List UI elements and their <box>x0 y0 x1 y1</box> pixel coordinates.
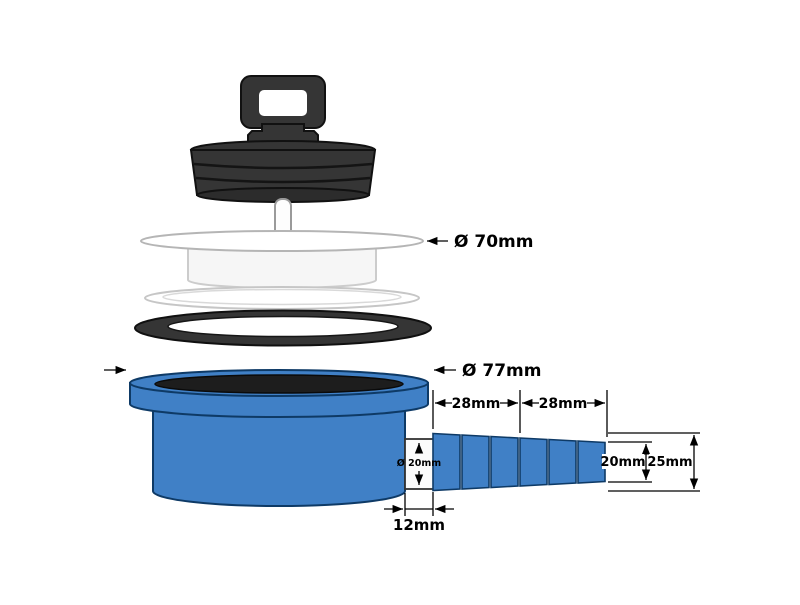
dim-tip-diameter: 20mm <box>600 441 652 483</box>
plug <box>189 75 377 240</box>
washer-ring-inner <box>162 288 402 306</box>
washer-ring-outer <box>144 286 420 310</box>
label-neck-length: 12mm <box>393 516 445 534</box>
seal-disc-top <box>140 230 424 252</box>
barb-segment-6 <box>577 440 606 484</box>
barb-segment-4 <box>519 437 548 487</box>
barb-segment-3 <box>490 435 519 489</box>
label-seal-diameter: Ø 70mm <box>454 232 533 252</box>
dim-barb-spans: 28mm 28mm <box>432 390 608 437</box>
dim-barb-diameter: 25mm <box>608 432 700 492</box>
gasket-ring <box>134 309 432 347</box>
seal-disc <box>140 230 424 289</box>
seal-disc-skirt <box>187 246 377 289</box>
dim-outlet-bore: Ø 20mm <box>397 443 442 485</box>
drain-interior <box>154 374 404 394</box>
label-barb-span-first: 28mm <box>452 396 501 412</box>
barb-segment-2 <box>461 434 490 490</box>
dimensions: Ø 70mm Ø 77mm 28mm 28mm Ø 20mm <box>104 232 700 534</box>
label-flange-diameter: Ø 77mm <box>462 361 541 381</box>
plug-rib-line-1 <box>193 162 373 170</box>
drain-body-cylinder <box>152 400 406 507</box>
label-tip-backing <box>602 454 644 469</box>
plug-rib-line-2 <box>195 176 371 184</box>
dim-seal-diameter: Ø 70mm <box>427 232 533 252</box>
label-barb-backing <box>649 454 691 469</box>
dim-neck-length: 12mm <box>384 492 454 534</box>
plug-handle-hole <box>259 90 307 116</box>
label-outlet-bore: Ø 20mm <box>397 458 442 469</box>
label-tip-diameter: 20mm <box>600 455 645 470</box>
gasket-ring-hole <box>167 315 399 338</box>
label-barb-max-diameter: 25mm <box>647 455 692 470</box>
barb-segment-1 <box>432 432 461 492</box>
dim-flange-diameter: Ø 77mm <box>104 361 541 381</box>
drain-body <box>129 369 606 507</box>
washer-ring <box>144 286 420 310</box>
barb-segment-5 <box>548 438 577 486</box>
hose-barb <box>432 432 606 492</box>
label-barb-span-second: 28mm <box>539 396 588 412</box>
